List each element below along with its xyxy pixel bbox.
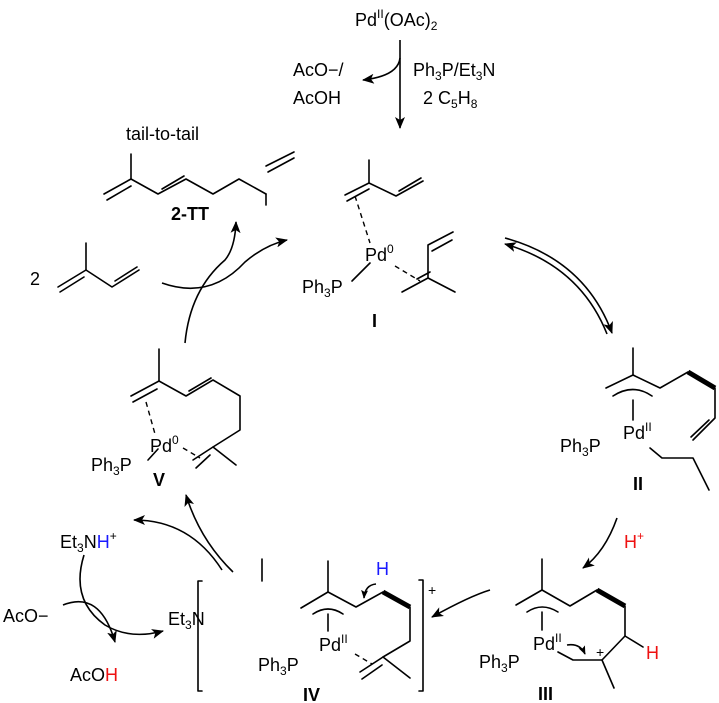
activation-reagents: Ph3P/Et3N [413,60,496,83]
intermediate-II-structure [605,347,717,491]
intermediate-V-metal: Pd0 [150,433,179,456]
byproduct-label-line2: AcOH [293,88,342,108]
product-out-arrow [184,221,241,344]
byproduct-arrow [362,57,401,84]
equilibrium-forward-arrow [504,237,613,334]
intermediate-I-label: I [372,311,378,331]
acetate-to-acetic-acid-arrow [62,600,117,643]
product-2tt-structure [103,151,295,206]
intermediate-II-label: II [633,474,644,494]
intermediate-I-metal: Pd0 [365,242,394,265]
equilibrium-reverse-arrow [504,242,608,335]
intermediate-I-ligand: Ph3P [302,277,343,300]
byproduct-label-line1: AcO−/ [293,60,344,80]
intermediate-III-metal: PdII [533,631,562,654]
base-cycle-arc [79,554,164,639]
intermediate-III-label: III [538,684,554,703]
isoprene-in-arrow [161,237,288,290]
acetate-label: AcO− [3,606,49,626]
intermediate-III-hydrogen: H [646,643,659,663]
protonation-arrow [582,517,618,569]
intermediate-IV-structure [197,558,424,692]
intermediate-III-cation-charge: + [596,644,605,660]
intermediate-IV-label: IV [303,685,321,703]
intermediate-IV-charge: + [428,582,437,598]
intermediate-IV-ligand: Ph3P [258,655,299,678]
product-title: tail-to-tail [126,124,200,144]
acetic-acid-label: AcOH [70,665,119,685]
ammonium-label: Et3NH+ [60,529,117,555]
catalyst-precursor: PdII(OAc)2 [355,7,438,33]
intermediate-II-metal: PdII [623,420,652,443]
proton-label: H+ [624,529,645,552]
product-label: 2-TT [171,204,209,224]
intermediate-III-ligand: Ph3P [479,652,520,675]
intermediate-II-ligand: Ph3P [560,436,601,459]
isoprene-structure [57,242,140,293]
intermediate-I-structure [344,159,456,293]
intermediate-V-structure [130,348,241,469]
intermediate-IV-hydrogen: H [376,559,389,579]
iv-to-v-arrow [184,494,234,573]
intermediate-V-ligand: Ph3P [91,455,132,478]
isoprene-coefficient: 2 [30,269,41,289]
activation-isoprene-equiv: 2 C5H8 [423,88,478,111]
amine-label: Et3N [168,609,205,632]
intermediate-IV-metal: PdII [319,632,348,655]
intermediate-V-label: V [153,470,166,490]
iii-to-iv-arrow [431,589,491,618]
intermediate-III-structure [515,558,644,689]
amine-to-ammonium-arrow [133,515,223,571]
